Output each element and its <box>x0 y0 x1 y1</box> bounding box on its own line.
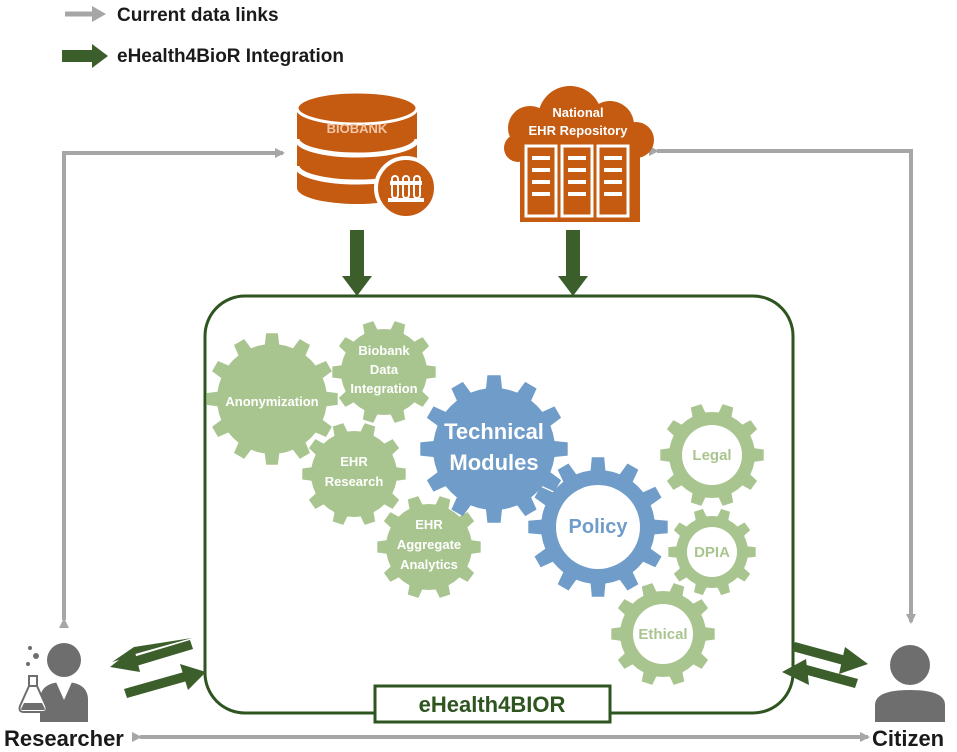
biobank-integration-line3: Integration <box>350 381 417 396</box>
ehr-research-line1: EHR <box>340 454 368 469</box>
anonymization-gear <box>206 333 338 465</box>
citizen-exchange-arrows <box>782 642 868 688</box>
biobank-database-icon: BIOBANK <box>294 90 438 220</box>
platform-label: eHealth4BIOR <box>419 692 566 717</box>
biobank-integration-line2: Data <box>370 362 399 377</box>
dpia-label: DPIA <box>694 544 730 561</box>
ehr-label-line2: EHR Repository <box>529 123 629 138</box>
integration-arrows-down <box>342 230 588 296</box>
citizen-ehr-link <box>649 146 916 624</box>
test-tube-rack-icon <box>374 156 438 220</box>
ehr-research-line2: Research <box>325 474 384 489</box>
platform-to-researcher-arrow-shape <box>110 640 193 672</box>
biobank-label: BIOBANK <box>327 121 388 136</box>
legend: Current data links eHealth4BioR Integrat… <box>62 5 344 68</box>
ehr-aggregate-gear <box>377 496 481 598</box>
legend-current-links: Current data links <box>117 5 279 26</box>
flask-icon <box>18 675 48 713</box>
ehr-aggregate-line2: Aggregate <box>397 537 461 552</box>
platform-to-citizen-arrow <box>792 642 868 674</box>
legend-gray-arrow-icon <box>65 6 106 22</box>
policy-gear-hub <box>556 485 640 569</box>
researcher-icon <box>18 643 88 722</box>
citizen-label: Citizen <box>872 726 944 751</box>
current-data-links <box>59 146 916 742</box>
citizen-to-platform-arrow <box>782 659 858 688</box>
technical-modules-line2: Modules <box>449 450 538 475</box>
ehr-aggregate-line1: EHR <box>415 517 443 532</box>
legend-green-arrow-icon <box>62 44 108 68</box>
ethical-label: Ethical <box>638 626 687 643</box>
ethical-gear-hub <box>633 604 693 664</box>
biobank-integration-gear <box>332 321 436 423</box>
ehr-repository-cloud-icon: National EHR Repository <box>504 86 654 222</box>
biobank-integration-line1: Biobank <box>358 343 410 358</box>
anonymization-label: Anonymization <box>225 394 318 409</box>
ehr-research-gear <box>302 423 406 525</box>
researcher-exchange-arrows <box>110 638 206 698</box>
technical-modules-line1: Technical <box>444 419 544 444</box>
researcher-biobank-link <box>59 148 285 628</box>
legal-gear-hub <box>682 425 742 485</box>
ehr-aggregate-line3: Analytics <box>400 557 458 572</box>
legend-integration: eHealth4BioR Integration <box>117 46 344 67</box>
legal-label: Legal <box>692 447 731 464</box>
ehr-to-platform-arrow <box>558 230 588 296</box>
technical-modules-gear <box>420 375 568 523</box>
researcher-label: Researcher <box>4 726 124 751</box>
bubbles-icon <box>26 646 39 666</box>
policy-label: Policy <box>569 516 629 538</box>
server-rack-icon <box>524 144 630 218</box>
biobank-to-platform-arrow <box>342 230 372 296</box>
gear-labels: Anonymization Biobank Data Integration E… <box>225 343 731 643</box>
citizen-person-icon <box>875 645 945 722</box>
platform-label-box: eHealth4BIOR <box>373 684 612 724</box>
gear-cluster <box>206 321 764 685</box>
dpia-gear-hub <box>687 527 737 577</box>
ehr-label-line1: National <box>552 105 603 120</box>
researcher-to-platform-arrow <box>124 664 206 698</box>
